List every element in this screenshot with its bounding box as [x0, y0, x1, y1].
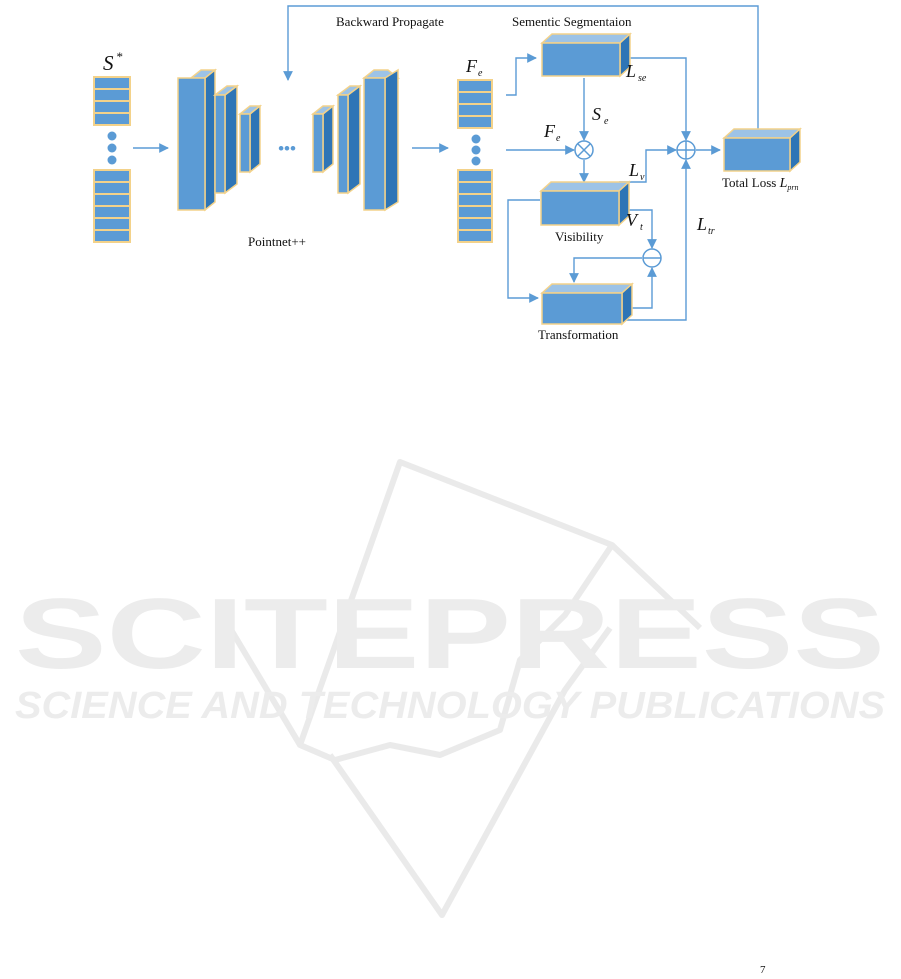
- arrow-features-to-segmentation: [506, 58, 536, 95]
- label-visibility: Visibility: [555, 229, 604, 244]
- math-lse-sub: se: [638, 73, 647, 84]
- math-lv-sub: v: [640, 172, 645, 183]
- math-fe-top-sub: e: [478, 68, 483, 79]
- scitepress-watermark: SCITEPRESS SCIENCE AND TECHNOLOGY PUBLIC…: [15, 462, 885, 915]
- transformation-block: [542, 284, 632, 324]
- math-lv: Lv: [628, 160, 645, 183]
- visibility-block: [541, 182, 629, 225]
- label-total-loss: Total Loss Lprn: [722, 175, 799, 192]
- math-s-star-sup: *: [117, 49, 124, 64]
- subtract-operator: [643, 249, 661, 267]
- watermark-tagline: SCIENCE AND TECHNOLOGY PUBLICATIONS: [15, 685, 885, 727]
- footer-mark: 7: [760, 964, 766, 976]
- arrow-visibility-to-transformation: [508, 200, 540, 298]
- math-fe-mid-base: F: [543, 121, 556, 141]
- arrow-lv-to-add: [619, 150, 676, 182]
- label-total-loss-text: Total Loss: [722, 175, 780, 190]
- total-loss-block: [724, 129, 800, 171]
- pointnet-ellipsis: •••: [278, 139, 296, 158]
- math-fe-mid-sub: e: [556, 133, 561, 144]
- label-pointnet: Pointnet++: [248, 234, 306, 249]
- math-fe-mid: Fe: [543, 121, 561, 144]
- math-lse-base: L: [625, 61, 636, 81]
- math-lprn-sub: prn: [786, 183, 798, 192]
- multiply-operator: [575, 141, 593, 159]
- add-operator: [677, 141, 695, 159]
- input-point-stack: [94, 77, 130, 242]
- label-semantic-segmentation: Sementic Segmentaion: [512, 14, 632, 29]
- math-lprn-base: L: [779, 176, 788, 191]
- semantic-segmentation-block: [542, 34, 630, 76]
- math-s-star: S*: [103, 49, 123, 75]
- label-backward-propagate: Backward Propagate: [336, 14, 444, 29]
- math-se-sub: e: [604, 116, 609, 127]
- math-fe-top: Fe: [465, 56, 483, 79]
- watermark-brand: SCITEPRESS: [15, 578, 885, 690]
- arrow-subtract-to-transformation: [574, 258, 642, 282]
- math-se-base: S: [592, 104, 601, 124]
- math-lv-base: L: [628, 160, 639, 180]
- math-vt-sub: t: [640, 222, 643, 233]
- label-transformation: Transformation: [538, 327, 619, 342]
- math-vt-base: V: [626, 210, 639, 230]
- math-s-star-base: S: [103, 51, 114, 75]
- math-fe-top-base: F: [465, 56, 478, 76]
- feature-stack: [458, 80, 492, 242]
- math-ltr-sub: tr: [708, 226, 715, 237]
- math-ltr-base: L: [696, 214, 707, 234]
- math-ltr: Ltr: [696, 214, 715, 237]
